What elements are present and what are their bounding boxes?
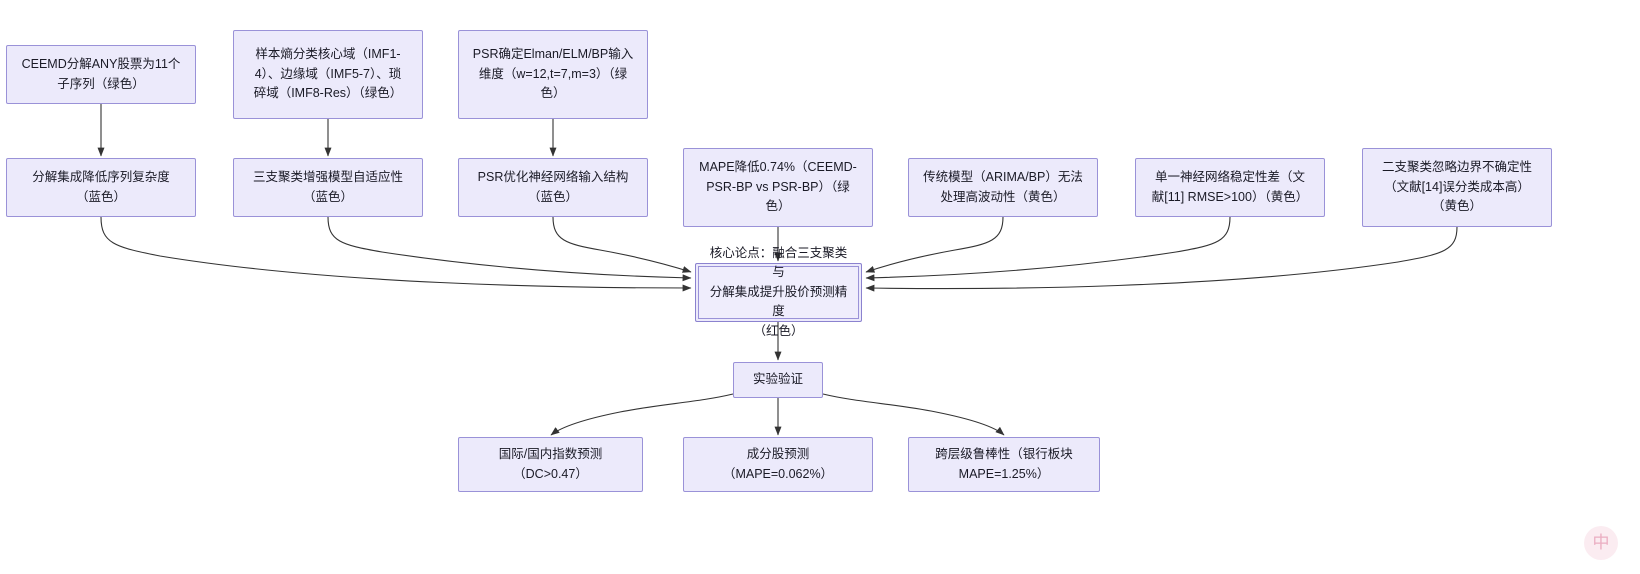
node-three-way-clustering-adaptivity[interactable]: 三支聚类增强模型自适应性 （蓝色） [233, 158, 423, 217]
node-label: 样本熵分类核心域（IMF1- 4）、边缘域（IMF5-7）、琐 碎域（IMF8-… [253, 47, 403, 101]
node-experimental-validation[interactable]: 实验验证 [733, 362, 823, 398]
node-label: 二支聚类忽略边界不确定性 （文献[14]误分类成本高） （黄色） [1381, 160, 1532, 214]
edge-n6-n11 [552, 216, 692, 273]
node-index-forecast-result[interactable]: 国际/国内指数预测 （DC>0.47） [458, 437, 643, 492]
node-label: 核心论点：融合三支聚类与 分解集成提升股价预测精度 （红色） [709, 246, 848, 338]
node-label: PSR优化神经网络输入结构 （蓝色） [477, 170, 629, 204]
edge-n4-n11 [100, 216, 692, 292]
node-label: 实验验证 [752, 372, 803, 387]
node-traditional-models-limitation[interactable]: 传统模型（ARIMA/BP）无法 处理高波动性（黄色） [908, 158, 1098, 217]
node-psr-input-dimension[interactable]: PSR确定Elman/ELM/BP输入 维度（w=12,t=7,m=3）（绿 色… [458, 30, 648, 119]
node-label: 三支聚类增强模型自适应性 （蓝色） [252, 170, 403, 204]
node-label: 国际/国内指数预测 （DC>0.47） [498, 447, 603, 481]
node-label: CEEMD分解ANY股票为11个 子序列（绿色） [21, 57, 181, 91]
node-label: PSR确定Elman/ELM/BP输入 维度（w=12,t=7,m=3）（绿 色… [472, 47, 634, 101]
node-cross-level-robustness-result[interactable]: 跨层级鲁棒性（银行板块 MAPE=1.25%） [908, 437, 1100, 492]
node-decomposition-reduces-complexity[interactable]: 分解集成降低序列复杂度 （蓝色） [6, 158, 196, 217]
watermark-logo: 中 [1584, 526, 1618, 560]
node-label: 传统模型（ARIMA/BP）无法 处理高波动性（黄色） [923, 170, 1083, 204]
node-core-claim[interactable]: 核心论点：融合三支聚类与 分解集成提升股价预测精度 （红色） [695, 246, 862, 338]
node-label: 分解集成降低序列复杂度 （蓝色） [32, 170, 170, 204]
edge-n8-n11 [865, 216, 1004, 273]
node-two-way-clustering-boundary[interactable]: 二支聚类忽略边界不确定性 （文献[14]误分类成本高） （黄色） [1362, 148, 1552, 227]
node-label: 成分股预测 （MAPE=0.062%） [722, 447, 834, 481]
edge-n12-n13 [550, 393, 734, 436]
node-psr-optimizes-network-input[interactable]: PSR优化神经网络输入结构 （蓝色） [458, 158, 648, 217]
edge-n5-n11 [327, 216, 692, 282]
node-sample-entropy-classification[interactable]: 样本熵分类核心域（IMF1- 4）、边缘域（IMF5-7）、琐 碎域（IMF8-… [233, 30, 423, 119]
node-constituent-stock-forecast-result[interactable]: 成分股预测 （MAPE=0.062%） [683, 437, 873, 492]
node-single-network-instability[interactable]: 单一神经网络稳定性差（文 献[11] RMSE>100）（黄色） [1135, 158, 1325, 217]
node-mape-reduction[interactable]: MAPE降低0.74%（CEEMD- PSR-BP vs PSR-BP）（绿 色… [683, 148, 873, 227]
edge-n10-n11 [865, 226, 1458, 292]
edge-n9-n11 [865, 216, 1231, 282]
node-label: 跨层级鲁棒性（银行板块 MAPE=1.25%） [935, 447, 1073, 481]
node-label: 单一神经网络稳定性差（文 献[11] RMSE>100）（黄色） [1151, 170, 1309, 204]
node-ceemd-decomposition[interactable]: CEEMD分解ANY股票为11个 子序列（绿色） [6, 45, 196, 104]
node-label: MAPE降低0.74%（CEEMD- PSR-BP vs PSR-BP）（绿 色… [699, 160, 857, 214]
edge-n12-n15 [822, 393, 1005, 436]
